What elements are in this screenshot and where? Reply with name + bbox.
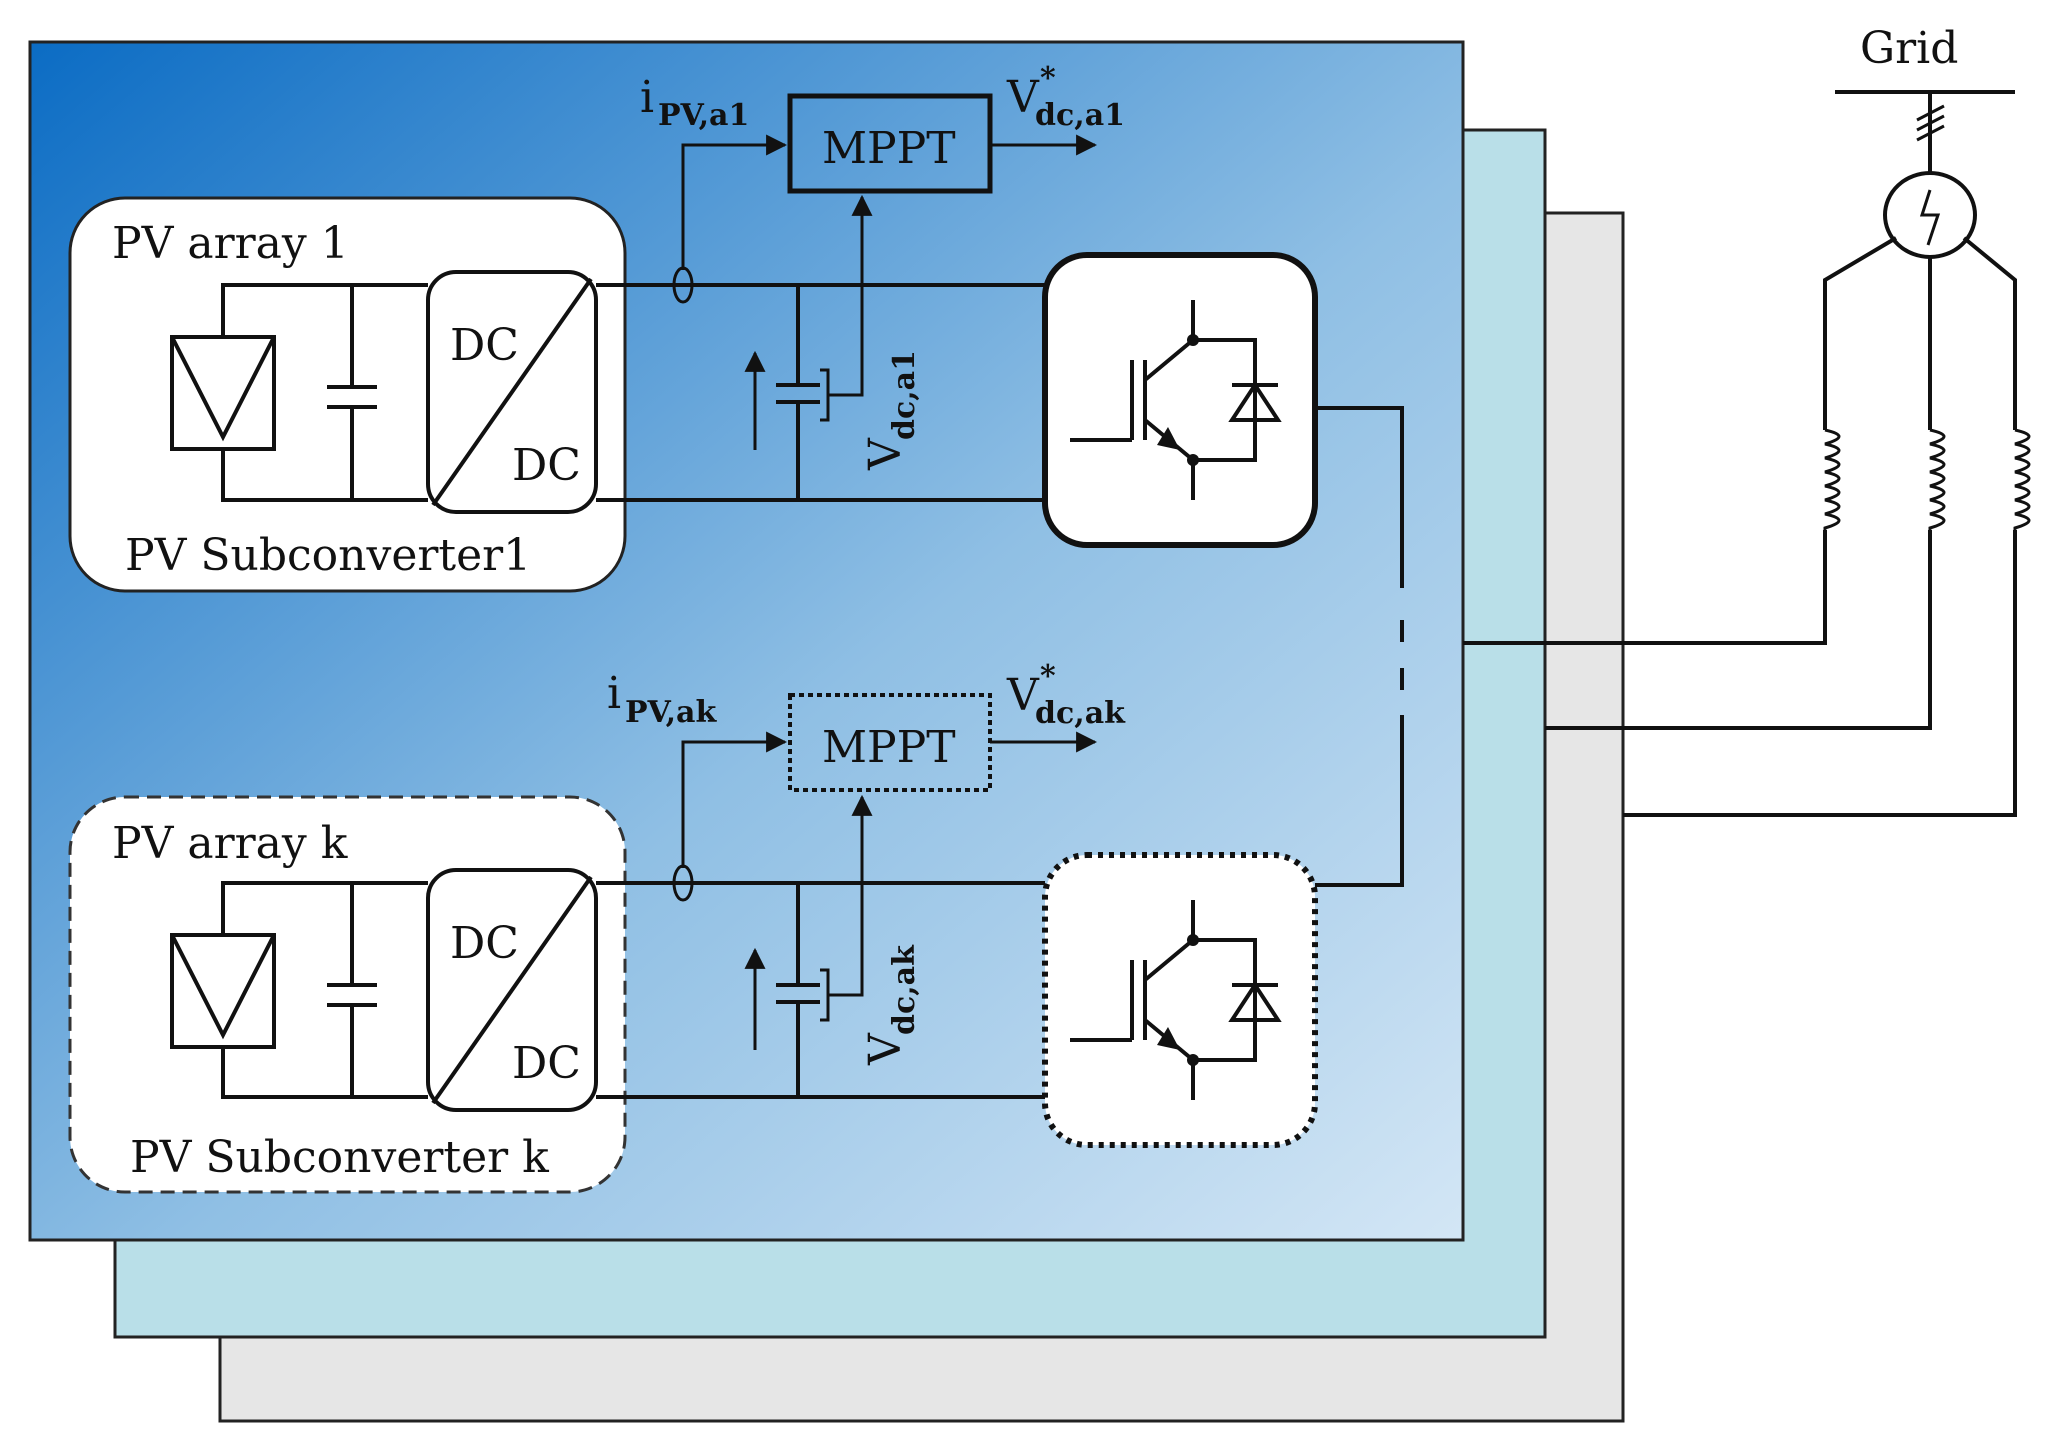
svg-text:PV,a1: PV,a1 <box>658 98 749 133</box>
grid-connection: Grid <box>1463 23 2031 817</box>
pv-array-k-label: PV array k <box>112 818 348 869</box>
voltage-label-1: V dc,a1 <box>860 350 922 471</box>
pv-panel-icon <box>170 881 428 1099</box>
current-label-k: i PV,ak <box>607 668 717 730</box>
inductor-icon <box>1928 428 1946 530</box>
pv-array-1-label: PV array 1 <box>112 218 349 269</box>
capacitor-icon <box>327 285 377 500</box>
dcdc-converter-icon: DC DC <box>426 270 598 514</box>
dc-bus-k <box>596 881 1045 1099</box>
pv-subconverter-1-label: PV Subconverter1 <box>125 530 531 581</box>
stage-k: PV array k PV Subconverter k DC DC MPPT <box>68 659 1318 1194</box>
dcdc-k-top-label: DC <box>450 918 519 969</box>
svg-text:dc,a1: dc,a1 <box>1035 98 1125 133</box>
svg-text:dc,ak: dc,ak <box>1035 696 1126 731</box>
svg-text:V: V <box>1006 670 1040 721</box>
svg-text:V: V <box>1006 72 1040 123</box>
ac-source-icon <box>1883 171 1977 259</box>
current-label-1: i PV,a1 <box>640 72 749 133</box>
dcdc-1-top-label: DC <box>450 320 519 371</box>
current-feedback-k <box>681 731 788 868</box>
mppt-k-label: MPPT <box>822 722 956 773</box>
svg-text:V: V <box>860 1032 911 1066</box>
dc-link-capacitor-icon <box>744 794 873 1097</box>
svg-text:PV,ak: PV,ak <box>625 695 717 730</box>
igbt-switch-icon <box>1042 252 1318 548</box>
igbt-switch-icon <box>1042 852 1318 1148</box>
dcdc-converter-icon: DC DC <box>426 868 598 1112</box>
dc-bus-1 <box>596 283 1045 502</box>
dc-link-capacitor-icon <box>744 194 873 500</box>
capacitor-icon <box>327 883 377 1097</box>
mppt-1-label: MPPT <box>822 123 956 174</box>
series-connection <box>1315 406 1404 887</box>
voltage-ref-label-k: V * dc,ak <box>1006 659 1126 731</box>
phase-lines <box>1463 530 2017 817</box>
svg-text:i: i <box>607 668 621 719</box>
voltage-label-k: V dc,ak <box>860 944 922 1066</box>
svg-text:dc,a1: dc,a1 <box>887 350 922 440</box>
voltage-ref-label-1: V * dc,a1 <box>1006 61 1125 133</box>
inductor-icon <box>1823 428 1841 530</box>
svg-text:V: V <box>860 437 911 471</box>
svg-text:i: i <box>640 72 654 123</box>
dcdc-1-bottom-label: DC <box>512 440 581 491</box>
stage-1: PV array 1 PV Subconverter1 DC DC MPPT <box>68 61 1318 593</box>
three-phase-icon <box>1916 104 1945 142</box>
inductor-icon <box>2013 428 2031 530</box>
dcdc-k-bottom-label: DC <box>512 1038 581 1089</box>
grid-label: Grid <box>1860 23 1958 74</box>
svg-text:*: * <box>1040 61 1056 96</box>
svg-text:dc,ak: dc,ak <box>887 944 922 1035</box>
current-feedback-1 <box>681 134 788 270</box>
pv-subconverter-k-label: PV Subconverter k <box>130 1132 549 1183</box>
svg-text:*: * <box>1040 659 1056 694</box>
pv-panel-icon <box>170 283 428 502</box>
